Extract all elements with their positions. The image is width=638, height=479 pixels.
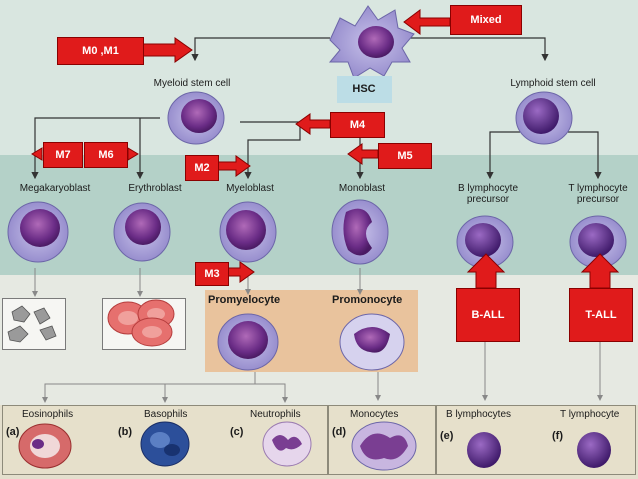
promyelocyte-label: Promyelocyte: [208, 294, 281, 306]
monoblast-label: Monoblast: [338, 183, 386, 194]
myeloid-stem-label: Myeloid stem cell: [153, 78, 231, 89]
lymphoid-stem-label: Lymphoid stem cell: [510, 78, 596, 89]
megakaryoblast-label: Megakaryoblast: [19, 183, 91, 194]
tag-m3: M3: [195, 262, 229, 286]
tag-t-all: T-ALL: [569, 288, 633, 342]
t-lymphocyte-cell: [577, 432, 611, 468]
hsc-label-box: [337, 76, 392, 103]
hsc-label: HSC: [352, 83, 376, 95]
promonocyte-label: Promonocyte: [332, 294, 403, 306]
neutrophil-cell: [262, 421, 312, 467]
eosinophils-label: Eosinophils: [22, 409, 74, 420]
tag-m2: M2: [185, 155, 219, 181]
tag-m6: M6: [84, 142, 128, 168]
b-precursor-label: B lymphocyte precursor: [457, 183, 519, 205]
monocyte-cell: [351, 421, 417, 471]
myeloid-stem-cell: [167, 91, 225, 145]
panel-c-label: (c): [230, 426, 244, 438]
basophils-label: Basophils: [144, 409, 188, 420]
tag-mixed: Mixed: [450, 5, 522, 35]
panel-d-label: (d): [332, 426, 347, 438]
monocytes-label: Monocytes: [350, 409, 399, 420]
tag-b-all: B-ALL: [456, 288, 520, 342]
tag-m0-m1: M0 ,M1: [57, 37, 144, 65]
panel-a-label: (a): [6, 426, 20, 438]
megakaryoblast-cell: [7, 201, 69, 263]
red-blood-cells: [107, 299, 175, 347]
promyelocyte-cell: [217, 313, 279, 371]
eosinophil-cell: [18, 423, 72, 469]
b-lymphocyte-cell: [467, 432, 501, 468]
t-precursor-label: T lymphocyte precursor: [568, 183, 628, 205]
myeloblast-label: Myeloblast: [226, 183, 274, 194]
myeloblast-cell: [219, 201, 277, 263]
platelets: [7, 305, 57, 343]
basophil-cell: [140, 421, 190, 467]
tag-arrows: [31, 9, 620, 289]
tag-m7: M7: [43, 142, 83, 168]
background-blast-band: [0, 155, 638, 275]
tag-m4: M4: [330, 112, 385, 138]
lymphoid-stem-cell: [515, 91, 573, 145]
panel-f-label: (f): [552, 430, 563, 442]
t-lymphocyte-label: T lymphocyte: [560, 409, 620, 420]
promonocyte-cell: [339, 313, 405, 371]
erythroblast-label: Erythroblast: [128, 183, 182, 194]
neutrophils-label: Neutrophils: [250, 409, 301, 420]
erythroblast-cell: [113, 202, 171, 262]
panel-e-label: (e): [440, 430, 454, 442]
hsc-cell: [328, 5, 415, 79]
platelets-box: [2, 298, 66, 350]
panel-b-label: (b): [118, 426, 133, 438]
monoblast-cell: [331, 199, 389, 265]
t-precursor-cell: [569, 215, 627, 269]
tag-m5: M5: [378, 143, 432, 169]
b-precursor-cell: [456, 215, 514, 269]
b-lymphocytes-label: B lymphocytes: [446, 409, 512, 420]
